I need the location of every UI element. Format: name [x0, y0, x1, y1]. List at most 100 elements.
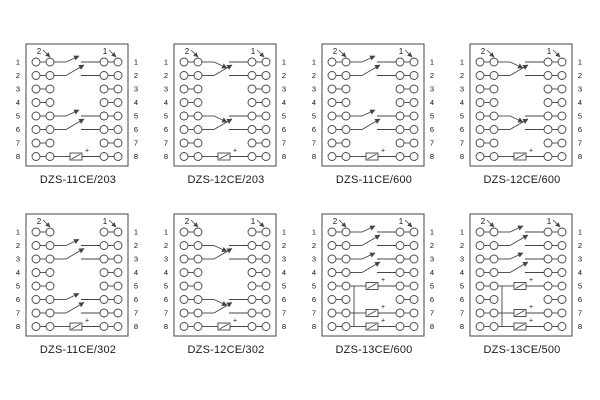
terminal-circle [193, 281, 203, 291]
terminal-circle [113, 57, 123, 67]
terminal-circle [475, 322, 485, 331]
terminal-circle [489, 254, 499, 264]
terminal-circle [475, 71, 485, 80]
terminal-circle [261, 98, 271, 107]
top-marker-left-arrow-icon [486, 49, 495, 58]
terminal-circle [327, 308, 337, 318]
terminal-circle [327, 295, 337, 304]
terminal-number-right: 1 [430, 58, 434, 67]
terminal-number-left: 7 [460, 139, 464, 148]
terminal-circle [99, 322, 109, 331]
terminal-circle [247, 98, 257, 107]
polarity-mark: + [381, 277, 385, 284]
top-marker-left: 2 [37, 217, 42, 226]
terminal-circle [489, 138, 499, 148]
terminal-number-right: 6 [134, 125, 138, 134]
terminal-number-left: 6 [460, 295, 464, 304]
terminal-number-left: 1 [16, 58, 20, 67]
terminal-circle [489, 227, 499, 237]
terminal-circle [113, 241, 123, 250]
terminal-number-right: 2 [578, 241, 582, 250]
terminal-circle [99, 254, 109, 264]
panel-label: DZS-12CE/203 [187, 174, 265, 186]
terminal-circle [395, 227, 405, 237]
polarity-mark: + [381, 304, 385, 311]
terminal-circle [31, 227, 41, 237]
contact-crossover-icon [213, 302, 233, 314]
terminal-number-left: 5 [460, 282, 464, 291]
terminal-circle [489, 84, 499, 94]
terminal-circle [395, 71, 405, 80]
terminal-circle [395, 281, 405, 291]
coil-slash-icon [71, 323, 81, 330]
terminal-number-left: 8 [16, 152, 20, 161]
terminal-circle [193, 98, 203, 107]
terminal-circle [193, 71, 203, 80]
terminal-circle [45, 308, 55, 318]
contact-blade-icon [213, 245, 228, 252]
terminal-number-left: 5 [312, 282, 316, 291]
contact-blade-icon [509, 115, 524, 123]
terminal-circle [557, 308, 567, 318]
terminal-circle [341, 227, 351, 237]
terminal-number-right: 1 [282, 228, 286, 237]
contact-blade-icon [361, 55, 376, 63]
terminal-circle [247, 125, 257, 134]
top-marker-right: 1 [103, 47, 108, 56]
top-marker-right-arrow-icon [256, 49, 265, 58]
terminal-circle [113, 268, 123, 277]
contact-blade-icon [213, 115, 228, 123]
terminal-circle [327, 138, 337, 148]
panel-border [321, 43, 425, 167]
terminal-circle [395, 98, 405, 107]
terminal-circle [395, 84, 405, 94]
terminal-circle [557, 152, 567, 161]
contact-blade-icon [213, 299, 228, 306]
contact-blade-icon [361, 109, 376, 117]
coil-slash-icon [367, 283, 377, 289]
terminal-circle [31, 98, 41, 107]
terminal-circle [113, 295, 123, 304]
terminal-circle [543, 152, 553, 161]
terminal-circle [557, 84, 567, 94]
contact-crossover-icon [361, 64, 381, 76]
coil-slash-icon [515, 153, 525, 160]
terminal-circle [409, 281, 419, 291]
top-marker-right-arrow-icon [256, 219, 265, 228]
terminal-number-left: 2 [164, 71, 168, 80]
terminal-number-left: 3 [460, 255, 464, 264]
terminal-circle [99, 268, 109, 277]
terminal-circle [475, 308, 485, 318]
terminal-circle [45, 254, 55, 264]
top-marker-left-arrow-icon [486, 219, 495, 228]
terminal-circle [193, 241, 203, 250]
contact-crossover-icon [65, 302, 85, 314]
terminal-circle [99, 84, 109, 94]
terminal-circle [409, 57, 419, 67]
terminal-circle [99, 138, 109, 148]
terminal-circle [475, 281, 485, 291]
terminal-circle [327, 322, 337, 331]
terminal-circle [475, 125, 485, 134]
top-marker-right-arrow-icon [108, 49, 117, 58]
terminal-number-right: 6 [430, 295, 434, 304]
terminal-circle [31, 152, 41, 161]
terminal-number-right: 8 [282, 152, 286, 161]
top-marker-left-arrow-icon [338, 219, 347, 228]
terminal-number-left: 8 [460, 152, 464, 161]
contact-crossover-icon [361, 234, 381, 246]
terminal-circle [247, 152, 257, 161]
terminal-circle [99, 111, 109, 121]
panel-label: DZS-11CE/600 [335, 174, 413, 186]
terminal-circle [261, 227, 271, 237]
terminal-number-left: 7 [164, 139, 168, 148]
terminal-number-left: 4 [460, 98, 464, 107]
terminal-circle [45, 268, 55, 277]
